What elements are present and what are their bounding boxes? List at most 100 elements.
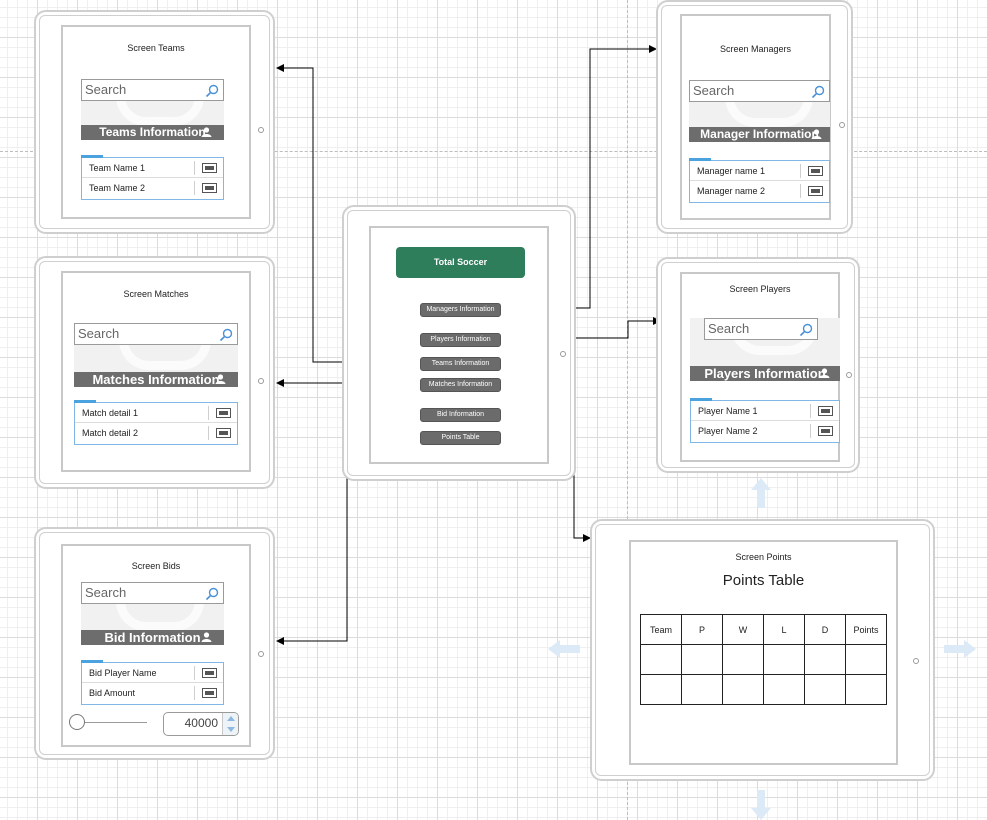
teams-list: Team Name 1 Team Name 2	[81, 155, 224, 200]
page-divider-vertical	[627, 0, 628, 820]
list-item[interactable]: Player Name 2	[691, 421, 839, 441]
screen-main: Total Soccer Managers Information Player…	[369, 226, 549, 464]
list-item[interactable]: Manager name 2	[690, 181, 829, 201]
table-cell	[845, 644, 887, 675]
screen-points: Screen Points Points Table Team P W L D …	[629, 540, 898, 765]
screen-title: Screen Bids	[131, 561, 181, 571]
list-item-label: Manager name 1	[697, 166, 766, 176]
home-button[interactable]	[560, 351, 566, 357]
list-item-label: Bid Amount	[89, 688, 136, 698]
stepper-buttons	[222, 713, 238, 735]
chevron-down-icon[interactable]	[223, 724, 239, 735]
tablet-bezel	[661, 5, 848, 229]
list-accent	[81, 155, 103, 158]
banner-label: Matches Information	[92, 372, 220, 387]
bid-information-button[interactable]: Bid Information	[420, 408, 501, 422]
search-icon[interactable]	[799, 323, 813, 337]
tablet-teams: Screen Teams Search Teams Information Te…	[34, 10, 275, 234]
matches-information-button[interactable]: Matches Information	[420, 378, 501, 392]
search-input[interactable]: Search	[704, 318, 818, 340]
tablet-points: Screen Points Points Table Team P W L D …	[590, 519, 935, 781]
list-item-label: Match detail 2	[82, 428, 139, 438]
table-cell	[640, 674, 682, 705]
list-item[interactable]: Team Name 1	[82, 158, 223, 178]
managers-information-button[interactable]: Managers Information	[420, 303, 501, 317]
home-button[interactable]	[258, 651, 264, 657]
table-cell	[722, 674, 764, 705]
tablet-bezel	[39, 15, 270, 229]
list-item-label: Manager name 2	[697, 186, 766, 196]
info-banner: Manager Information	[689, 127, 830, 142]
bid-amount-stepper[interactable]: 40000	[163, 712, 239, 736]
list-item-label: Player Name 1	[698, 406, 758, 416]
screen-teams: Screen Teams Search Teams Information Te…	[61, 25, 251, 219]
screen-title: Screen Points	[735, 552, 792, 562]
banner-label: Bid Information	[104, 630, 201, 645]
search-icon[interactable]	[205, 84, 219, 98]
banner-label: Teams Information	[99, 125, 206, 139]
card-icon	[216, 408, 231, 418]
search-icon[interactable]	[205, 587, 219, 601]
list-item[interactable]: Player Name 1	[691, 401, 839, 421]
search-input[interactable]: Search	[81, 582, 224, 604]
card-icon	[202, 183, 217, 193]
tablet-bezel	[39, 532, 270, 755]
screen-title: Screen Matches	[123, 289, 189, 299]
table-cell	[681, 644, 723, 675]
user-icon	[215, 374, 226, 384]
table-cell	[763, 674, 805, 705]
points-table-button[interactable]: Points Table	[420, 431, 501, 445]
search-input[interactable]: Search	[689, 80, 830, 102]
teams-information-button[interactable]: Teams Information	[420, 357, 501, 371]
screen-title: Screen Teams	[127, 43, 185, 53]
home-button[interactable]	[839, 122, 845, 128]
info-banner: Bid Information	[81, 630, 224, 645]
screen-title: Screen Managers	[719, 44, 792, 54]
search-input[interactable]: Search	[74, 323, 238, 345]
user-icon	[201, 632, 212, 642]
players-list: Player Name 1 Player Name 2	[690, 398, 840, 443]
home-button[interactable]	[258, 127, 264, 133]
banner-label: Players Information	[704, 366, 826, 381]
app-title-button[interactable]: Total Soccer	[396, 247, 525, 278]
hint-arrow-up-icon	[751, 478, 771, 508]
column-header: P	[681, 614, 723, 645]
table-row	[640, 674, 887, 705]
list-item[interactable]: Bid Amount	[82, 683, 223, 703]
list-accent	[74, 400, 96, 403]
list-item[interactable]: Match detail 2	[75, 423, 237, 443]
search-icon[interactable]	[219, 328, 233, 342]
bid-slider-thumb[interactable]	[69, 714, 85, 730]
user-icon	[201, 127, 212, 137]
tablet-main: Total Soccer Managers Information Player…	[342, 205, 576, 481]
chevron-up-icon[interactable]	[223, 713, 239, 724]
points-table-heading: Points Table	[722, 572, 805, 589]
screen-bids: Screen Bids Search Bid Information Bid P…	[61, 544, 251, 747]
search-placeholder: Search	[85, 82, 127, 97]
column-header: D	[804, 614, 846, 645]
hint-arrow-left-icon	[548, 640, 580, 658]
players-information-button[interactable]: Players Information	[420, 333, 501, 347]
table-cell	[845, 674, 887, 705]
search-icon[interactable]	[811, 85, 825, 99]
search-input[interactable]: Search	[81, 79, 224, 101]
home-button[interactable]	[913, 658, 919, 664]
home-button[interactable]	[846, 372, 852, 378]
column-header: W	[722, 614, 764, 645]
table-header-row: Team P W L D Points	[640, 614, 887, 645]
table-cell	[763, 644, 805, 675]
list-item[interactable]: Match detail 1	[75, 403, 237, 423]
list-item[interactable]: Manager name 1	[690, 161, 829, 181]
table-cell	[681, 674, 723, 705]
table-row	[640, 644, 887, 675]
info-banner: Teams Information	[81, 125, 224, 140]
list-item[interactable]: Team Name 2	[82, 178, 223, 198]
list-item[interactable]: Bid Player Name	[82, 663, 223, 683]
card-icon	[808, 186, 823, 196]
card-icon	[808, 166, 823, 176]
list-item-label: Team Name 1	[89, 163, 146, 173]
user-icon	[819, 368, 830, 378]
home-button[interactable]	[258, 378, 264, 384]
tablet-bezel	[661, 262, 855, 468]
bid-slider-track[interactable]	[77, 722, 147, 723]
